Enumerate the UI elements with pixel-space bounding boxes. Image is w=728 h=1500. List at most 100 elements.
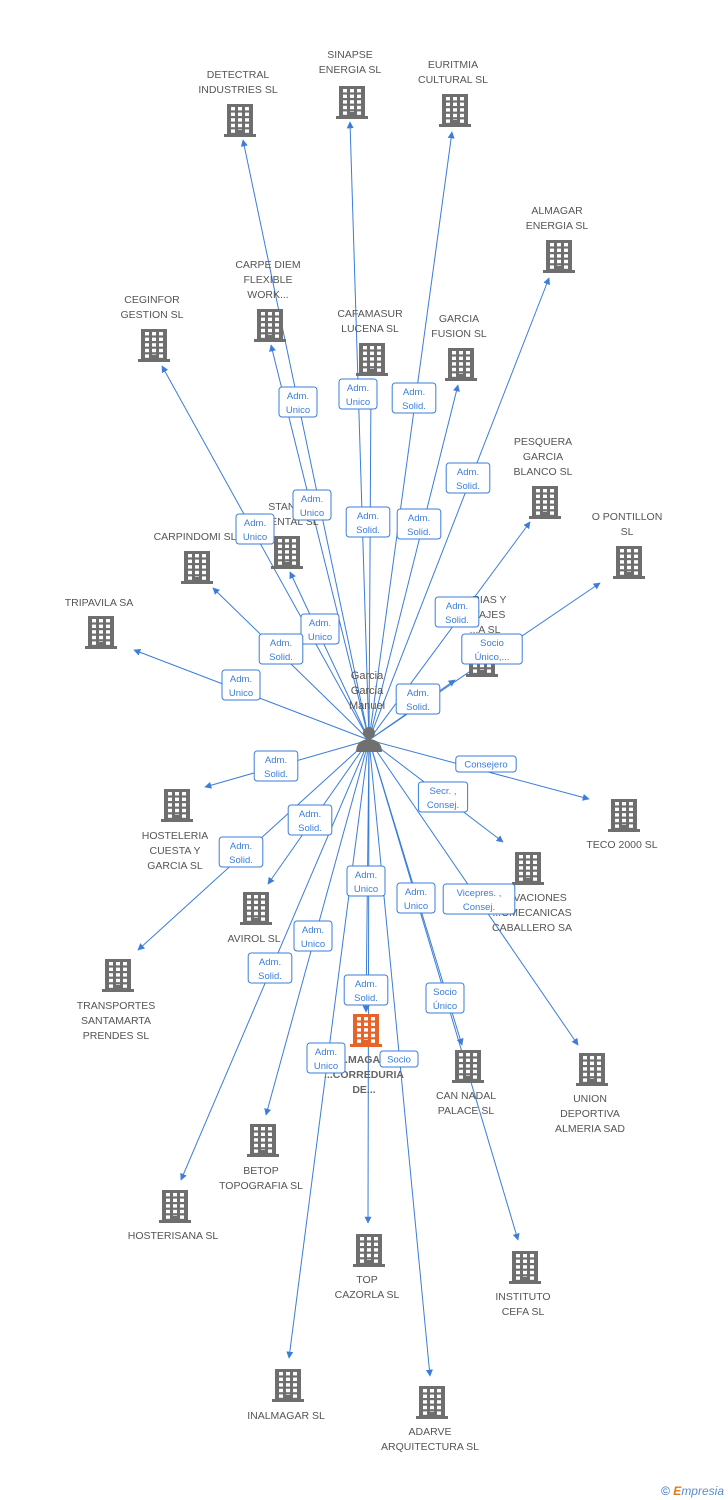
role-text-line: Socio <box>433 987 457 998</box>
company-building-icon[interactable] <box>85 616 117 649</box>
company-building-icon[interactable] <box>543 240 575 273</box>
company-building-icon[interactable] <box>224 104 256 137</box>
company-label-line: ARQUITECTURA SL <box>381 1441 479 1453</box>
company-building-icon[interactable] <box>336 86 368 119</box>
role-badge[interactable]: Adm.Solid. <box>396 508 442 540</box>
role-badge[interactable]: Adm.Unico <box>292 489 332 521</box>
company-building-icon[interactable] <box>240 892 272 925</box>
footer-brand[interactable]: © Empresia <box>661 1484 724 1498</box>
company-building-icon[interactable] <box>529 486 561 519</box>
person-label-line: Manuel <box>349 700 385 712</box>
company-building-icon[interactable] <box>445 348 477 381</box>
role-badge[interactable]: Adm.Solid. <box>445 462 491 494</box>
company-building-icon[interactable] <box>254 309 286 342</box>
role-badge[interactable]: Socio <box>379 1050 419 1068</box>
company-building-icon[interactable] <box>509 1251 541 1284</box>
company-label[interactable]: TRIPAVILA SA <box>65 597 133 609</box>
company-building-icon[interactable] <box>159 1190 191 1223</box>
role-badge[interactable]: Adm.Unico <box>396 882 436 914</box>
role-badge[interactable]: Secr. ,Consej. <box>417 781 469 813</box>
role-badge[interactable]: Adm.Unico <box>306 1042 346 1074</box>
company-building-icon[interactable] <box>181 551 213 584</box>
role-text: Socio <box>387 1055 411 1066</box>
role-badge[interactable]: Adm.Solid. <box>395 683 441 715</box>
company-building-icon[interactable] <box>161 789 193 822</box>
company-building-icon[interactable] <box>439 94 471 127</box>
role-text: Adm.Solid. <box>456 467 480 492</box>
role-badge[interactable]: Vicepres. ,Consej. <box>442 883 516 915</box>
company-label[interactable]: INALMAGAR SL <box>247 1410 325 1422</box>
company-building-icon[interactable] <box>608 799 640 832</box>
company-label[interactable]: AVIROL SL <box>227 933 280 945</box>
role-badge[interactable]: Adm.Unico <box>300 613 340 645</box>
role-badge[interactable]: Adm.Solid. <box>258 633 304 665</box>
role-badge[interactable]: Adm.Unico <box>235 513 275 545</box>
role-badge[interactable]: Adm.Solid. <box>345 506 391 538</box>
person-icon[interactable] <box>356 727 382 752</box>
role-badge[interactable]: Adm.Unico <box>278 386 318 418</box>
role-badge[interactable]: Adm.Solid. <box>218 836 264 868</box>
role-text-line: Solid. <box>264 769 288 780</box>
company-label-line: BLANCO SL <box>514 466 573 478</box>
company-building-icon[interactable] <box>452 1050 484 1083</box>
relation-edge <box>161 365 370 741</box>
company-building-icon[interactable] <box>613 546 645 579</box>
company-building-icon[interactable] <box>576 1053 608 1086</box>
role-text-line: Unico <box>354 884 378 895</box>
company-building-icon[interactable] <box>512 852 544 885</box>
company-building-icon[interactable] <box>353 1234 385 1267</box>
company-building-icon[interactable] <box>350 1014 382 1047</box>
company-building-icon[interactable] <box>138 329 170 362</box>
role-badge[interactable]: Adm.Solid. <box>391 382 437 414</box>
role-badge[interactable]: Adm.Solid. <box>434 596 480 628</box>
company-building-icon[interactable] <box>272 1369 304 1402</box>
company-building-icon[interactable] <box>416 1386 448 1419</box>
role-badge[interactable]: Adm.Unico <box>346 865 386 897</box>
company-label[interactable]: CARPINDOMI SL <box>154 531 237 543</box>
relation-edge <box>367 378 375 741</box>
company-label-line: GESTION SL <box>120 309 183 321</box>
relation-edge <box>368 131 455 741</box>
role-badge[interactable]: Adm.Solid. <box>253 750 299 782</box>
role-text-line: Unico <box>314 1061 338 1072</box>
role-badge[interactable]: Adm.Solid. <box>343 974 389 1006</box>
company-building-icon[interactable] <box>356 343 388 376</box>
company-label[interactable]: HOSTERISANA SL <box>128 1230 219 1242</box>
company-building-icon[interactable] <box>102 959 134 992</box>
role-text-line: Solid. <box>456 481 480 492</box>
company-label[interactable]: TECO 2000 SL <box>586 839 657 851</box>
role-badge[interactable]: Consejero <box>455 755 517 773</box>
role-text-line: Socio <box>480 638 504 649</box>
role-badge[interactable]: Adm.Unico <box>338 378 378 410</box>
role-badge[interactable]: Adm.Unico <box>293 920 333 952</box>
role-badge[interactable]: Adm.Solid. <box>287 804 333 836</box>
company-building-icon[interactable] <box>271 536 303 569</box>
role-badge[interactable]: Adm.Solid. <box>247 952 293 984</box>
role-text-line: Unico <box>404 901 428 912</box>
role-badge[interactable]: Adm.Unico <box>221 669 261 701</box>
company-building-icon[interactable] <box>247 1124 279 1157</box>
